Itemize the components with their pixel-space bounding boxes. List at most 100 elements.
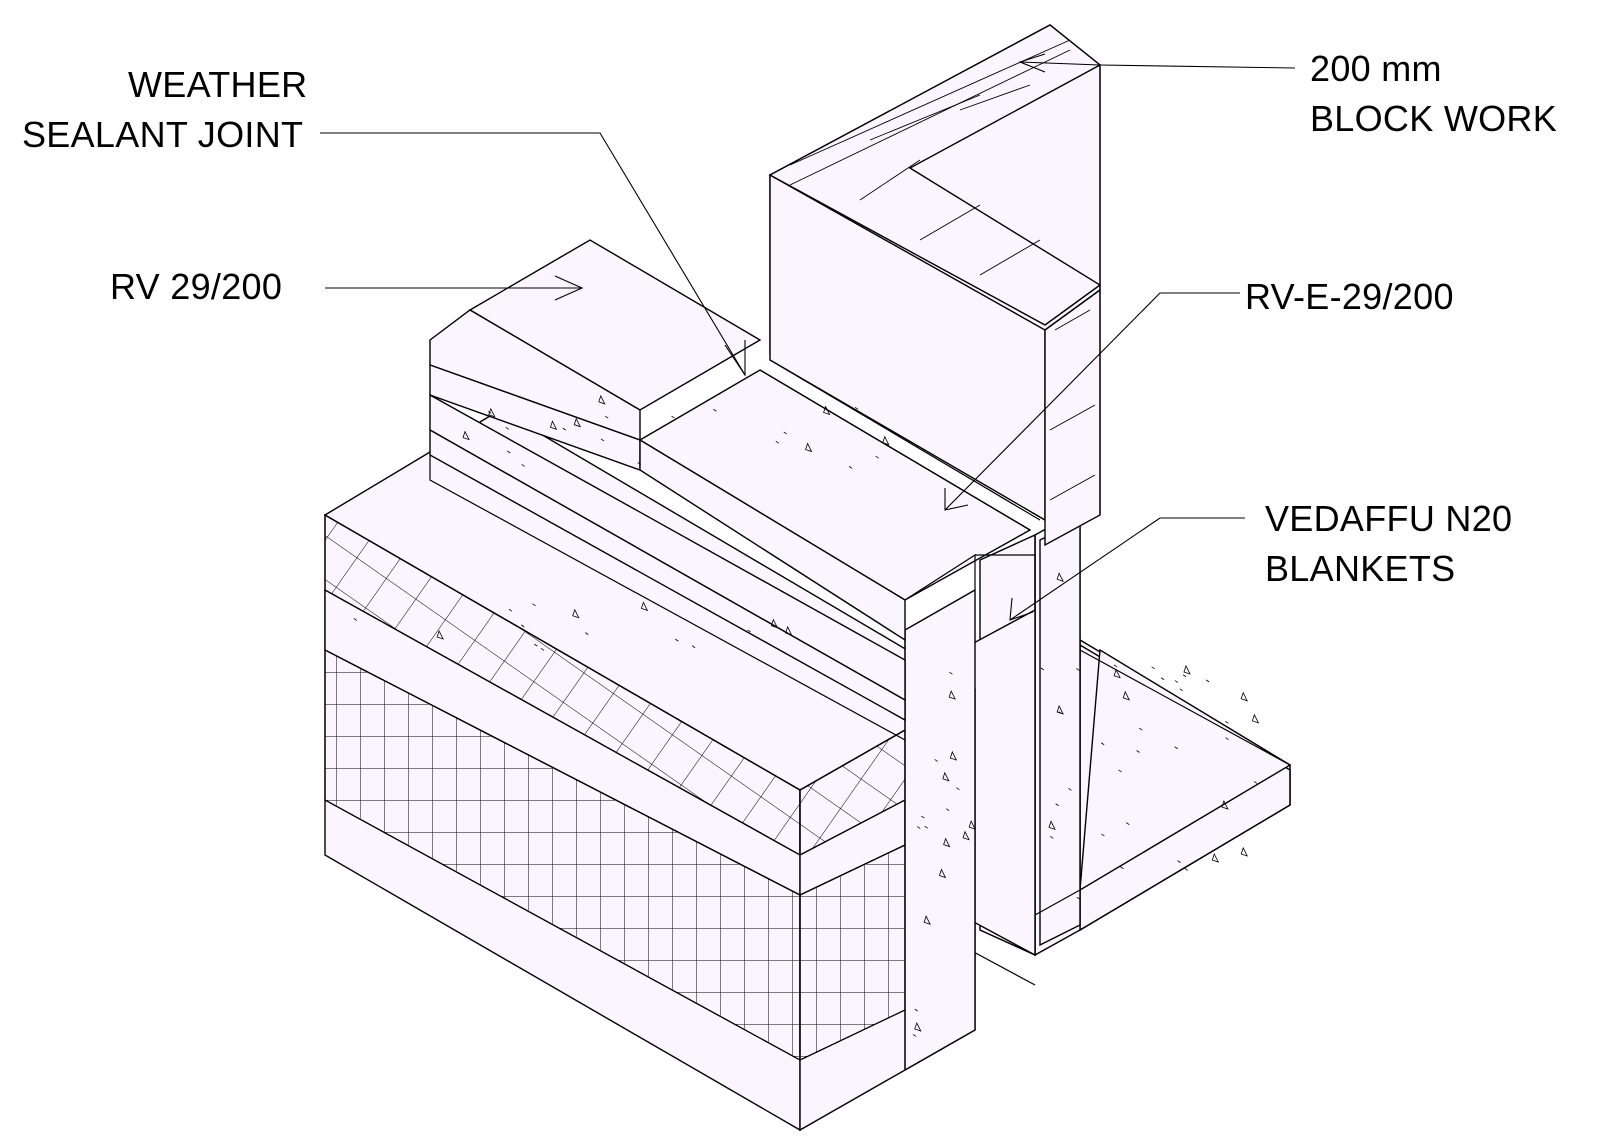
speckle-tick <box>1225 737 1229 741</box>
rv-e-29-200-label: RV-E-29/200 <box>1245 276 1454 317</box>
speckle-tick <box>1160 677 1165 681</box>
speckle-tick <box>1040 667 1045 671</box>
leader-rv-e-29-200 <box>944 292 1240 511</box>
speckle-tick <box>1177 860 1181 863</box>
speckle-tick <box>600 438 605 442</box>
speckle-triangle <box>949 750 958 761</box>
block-work-label-line1: 200 mm <box>1310 48 1442 89</box>
speckle-tick <box>1225 721 1229 724</box>
speckle-tick <box>1174 680 1179 683</box>
speckle-triangle <box>1056 704 1064 715</box>
speckle-tick <box>1118 769 1122 773</box>
speckle-tick <box>540 648 545 651</box>
speckle-triangle <box>1183 664 1191 675</box>
speckle-tick <box>637 462 641 465</box>
leader-block-work <box>1018 53 1296 73</box>
speckle-tick <box>912 1034 917 1037</box>
speckle-triangle <box>1240 691 1248 702</box>
speckle-triangle <box>785 625 793 636</box>
speckle-tick <box>956 787 960 791</box>
speckle-tick <box>520 624 525 628</box>
speckle-tick <box>1174 746 1178 750</box>
speckle-tick <box>875 455 879 459</box>
speckle-tick <box>854 407 859 410</box>
speckle-tick <box>532 603 536 607</box>
speckle-tick <box>675 638 679 642</box>
weather-sealant-label-line1: WEATHER <box>128 64 308 105</box>
leader-vedaffu <box>1009 517 1245 621</box>
speckle-triangle <box>640 601 649 612</box>
speckle-tick <box>747 629 751 633</box>
speckle-triangle <box>573 417 582 428</box>
speckle-triangle <box>1221 799 1229 810</box>
speckle-tick <box>1100 742 1105 746</box>
speckle-tick <box>534 643 538 647</box>
leader-weather-sealant <box>320 132 746 377</box>
speckle-tick <box>1068 787 1072 791</box>
speckle-tick <box>1076 668 1080 671</box>
rv-profile-floor <box>429 239 1041 741</box>
speckle-triangle <box>962 830 970 841</box>
speckle-tick <box>1101 833 1105 837</box>
speckle-triangle <box>436 629 444 640</box>
speckle-tick <box>775 440 779 444</box>
speckle-triangle <box>572 608 580 619</box>
speckle-triangle <box>1251 713 1260 724</box>
speckle-tick <box>507 450 511 454</box>
speckle-tick <box>691 645 696 649</box>
speckle-tick <box>934 759 938 762</box>
speckle-tick <box>671 415 675 419</box>
speckle-tick <box>1182 674 1187 678</box>
speckle-tick <box>1138 727 1143 731</box>
speckle-triangle <box>968 820 976 830</box>
speckle-triangle <box>1048 820 1056 831</box>
speckle-tick <box>1076 896 1081 900</box>
block-work-label-line2: BLOCK WORK <box>1310 98 1558 139</box>
speckle-triangle <box>948 690 956 700</box>
speckle-triangle <box>770 618 779 629</box>
speckle-triangle <box>1056 572 1064 582</box>
speckle-tick <box>585 632 589 635</box>
speckle-tick <box>605 415 609 419</box>
speckle-triangle <box>488 407 496 418</box>
speckle-tick <box>505 426 509 430</box>
speckle-tick <box>521 464 525 467</box>
speckle-tick <box>949 671 953 675</box>
speckle-tick <box>1113 664 1118 668</box>
speckle-tick <box>562 427 567 431</box>
leader-rv-29-200 <box>325 275 584 301</box>
speckle-tick <box>1055 803 1059 807</box>
speckle-triangle <box>1122 690 1131 701</box>
speckle-tick <box>1050 835 1054 839</box>
speckle-tick <box>508 608 513 612</box>
speckle-triangle <box>923 915 931 925</box>
speckle-tick <box>713 408 717 412</box>
speckle-triangle <box>938 868 947 879</box>
vedaffu-label-line2: BLANKETS <box>1265 548 1456 589</box>
speckle-triangle <box>1211 852 1220 863</box>
speckle-tick <box>1184 868 1189 871</box>
speckle-triangle <box>942 771 950 782</box>
speckle-tick <box>353 618 358 621</box>
speckle-tick <box>1253 781 1258 784</box>
speckle-tick <box>917 826 921 829</box>
right-foundation-slab <box>1079 638 1292 932</box>
speckle-tick <box>1151 666 1155 670</box>
concrete-speckle-texture <box>353 394 1260 1037</box>
vedaffu-label-line1: VEDAFFU N20 <box>1265 498 1513 539</box>
speckle-triangle <box>598 394 606 405</box>
speckle-tick <box>924 825 928 829</box>
speckle-triangle <box>549 420 558 430</box>
speckle-tick <box>945 808 950 812</box>
speckle-tick <box>1205 679 1210 683</box>
speckle-tick <box>1136 750 1140 753</box>
speckle-triangle <box>943 837 951 848</box>
speckle-triangle <box>462 430 470 441</box>
speckle-tick <box>1126 822 1130 825</box>
speckle-tick <box>914 1008 918 1012</box>
speckle-tick <box>848 466 853 469</box>
speckle-tick <box>783 431 787 435</box>
speckle-triangle <box>805 442 813 453</box>
speckle-tick <box>1120 866 1124 870</box>
